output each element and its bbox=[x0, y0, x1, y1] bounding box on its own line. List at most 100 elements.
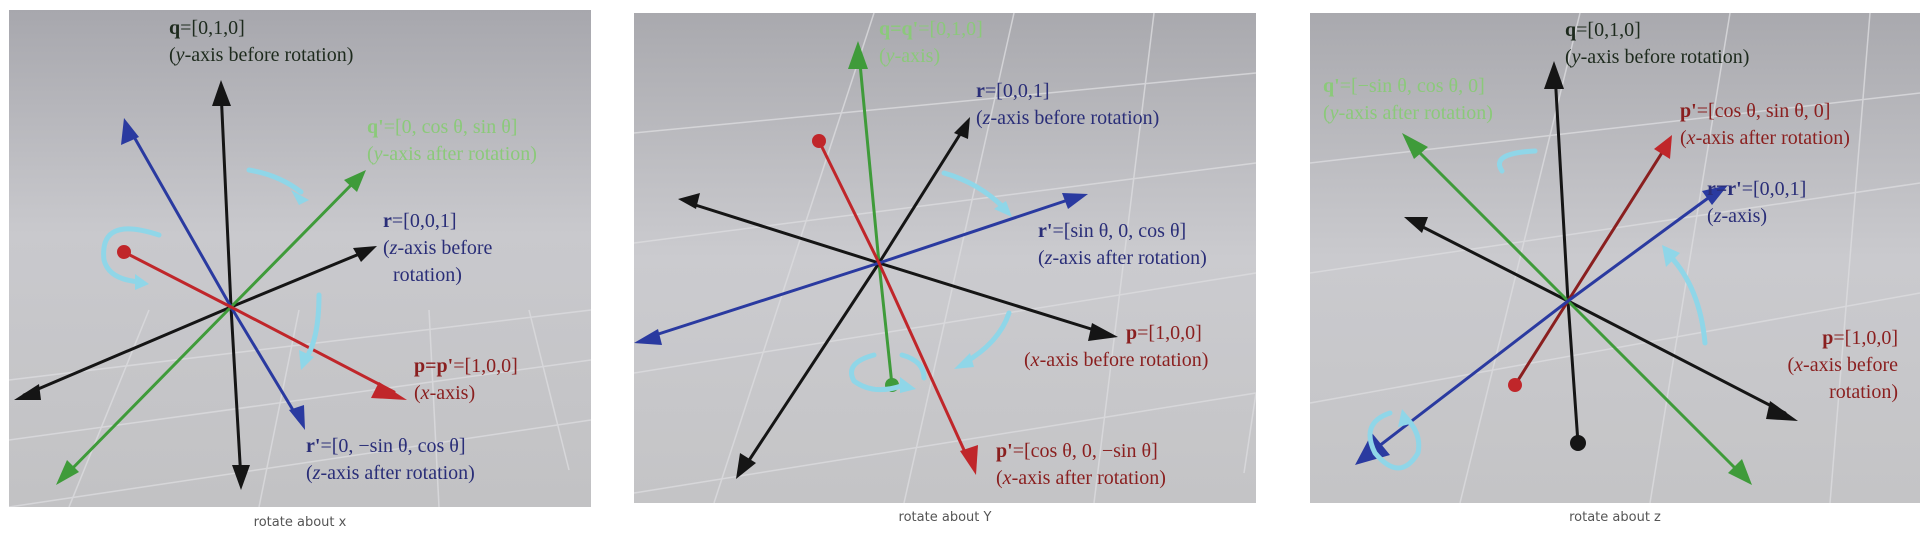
z-axis-negative-line bbox=[22, 305, 233, 397]
x-axis-after-negative-line bbox=[1513, 299, 1570, 387]
x-after-arrowhead bbox=[1654, 135, 1672, 159]
z-axis-negative-line bbox=[742, 261, 881, 470]
x-axis-arrowhead bbox=[371, 382, 407, 400]
x-neg-cap bbox=[117, 245, 131, 259]
x-axis-after-line bbox=[877, 261, 971, 463]
label-p: p=[1,0,0] (x-axis before rotation) bbox=[1024, 322, 1209, 371]
rotation-arrowheads bbox=[900, 201, 1012, 393]
y-after-neg-arrowhead bbox=[1728, 459, 1752, 485]
z-neg-arrowhead bbox=[736, 453, 756, 479]
label-p-prime: p'=[cos θ, 0, −sin θ] (x-axis after rota… bbox=[996, 440, 1166, 489]
x-neg-arrowhead bbox=[678, 193, 700, 209]
y-axis-arrowhead bbox=[1544, 61, 1564, 89]
rotation-arrowheads bbox=[135, 190, 314, 370]
arrowheads bbox=[1355, 61, 1798, 485]
arrowheads bbox=[634, 41, 1118, 479]
label-p-prime: p'=[cos θ, sin θ, 0] (x-axis after rotat… bbox=[1680, 100, 1850, 149]
y-axis-line bbox=[857, 51, 881, 265]
label-r: r=[0,0,1] (z-axis before rotation) bbox=[976, 80, 1160, 129]
axes bbox=[22, 88, 396, 482]
x-after-arrowhead bbox=[960, 445, 978, 475]
x-axis-after-line bbox=[1566, 146, 1667, 303]
rotate-x-diagram bbox=[9, 10, 591, 507]
y-axis-arrowhead bbox=[848, 41, 868, 69]
label-r: r=[0,0,1] (z-axis before rotation) bbox=[383, 210, 493, 286]
y-neg-cap bbox=[1570, 435, 1586, 451]
rotation-arrow-top bbox=[1497, 148, 1538, 174]
label-p: p=p'=[1,0,0] (x-axis) bbox=[414, 355, 518, 404]
y-axis-negative-line bbox=[877, 261, 894, 387]
rotate-y-diagram bbox=[634, 13, 1256, 503]
caption-rotate-z: rotate about z bbox=[1569, 510, 1661, 525]
x-axis-negative-line bbox=[1413, 221, 1570, 303]
x-axis-after-negative-line bbox=[817, 139, 881, 265]
axes bbox=[1368, 71, 1787, 475]
z-axis-arrowhead bbox=[353, 246, 377, 262]
caption-rotate-x: rotate about x bbox=[253, 515, 347, 530]
rotation-arrow-curl bbox=[101, 226, 162, 285]
z-after-arrowhead bbox=[1062, 193, 1088, 209]
caption-rotate-y: rotate about Y bbox=[898, 510, 992, 525]
label-q-prime: q'=[0, cos θ, sin θ] (y-axis after rotat… bbox=[367, 116, 537, 165]
y-after-arrowhead bbox=[1402, 133, 1428, 159]
arrowheads bbox=[14, 80, 407, 490]
z-after-arrowhead bbox=[289, 405, 305, 430]
panel-rotate-x: q=[0,1,0] (y-axis before rotation) q'=[0… bbox=[9, 10, 591, 507]
z-axis-after-line bbox=[229, 305, 301, 422]
x-axis-arrowhead bbox=[1766, 401, 1798, 421]
z-after-neg-arrowhead bbox=[634, 329, 662, 345]
label-q: q=[0,1,0] (y-axis before rotation) bbox=[169, 17, 354, 66]
x-after-neg-cap bbox=[812, 134, 826, 148]
z-axis-before-line bbox=[877, 126, 966, 265]
y-after-neg-arrowhead bbox=[56, 460, 79, 485]
y-axis-after-line bbox=[1408, 141, 1570, 303]
label-r: r=r'=[0,0,1] (z-axis) bbox=[1707, 178, 1807, 227]
z-axis-after-negative-line bbox=[127, 126, 233, 309]
rotation-arrow-curl-left bbox=[849, 352, 907, 393]
y-axis-after-negative-line bbox=[1566, 299, 1742, 475]
y-axis-before-line bbox=[219, 88, 233, 309]
z-axis-arrowhead bbox=[1702, 185, 1728, 205]
z-axis-arrowhead bbox=[954, 117, 970, 139]
x-axis-negative-line bbox=[687, 201, 881, 265]
rotation-arrow-right bbox=[1667, 253, 1708, 346]
label-q: q=[0,1,0] (y-axis before rotation) bbox=[1565, 19, 1750, 68]
z-axis-before-line bbox=[229, 248, 371, 309]
label-r-prime: r'=[sin θ, 0, cos θ] (z-axis after rotat… bbox=[1038, 220, 1207, 269]
z-after-neg-arrowhead bbox=[121, 118, 139, 145]
panel-rotate-y: q=q'=[0,1,0] (y-axis) r=[0,0,1] (z-axis … bbox=[634, 13, 1256, 503]
z-axis-after-line bbox=[877, 196, 1076, 265]
z-axis-after-negative-line bbox=[644, 261, 881, 340]
y-axis-neg-arrowhead bbox=[232, 465, 250, 490]
y-axis-negative-line bbox=[229, 305, 243, 482]
rotation-arrow-curl bbox=[1367, 410, 1422, 471]
y-axis-after-line bbox=[229, 175, 361, 309]
z-axis-negative-line bbox=[1368, 299, 1570, 455]
y-axis-negative-line bbox=[1566, 299, 1580, 445]
label-q: q=q'=[0,1,0] (y-axis) bbox=[879, 18, 983, 67]
label-q-prime: q'=[−sin θ, cos θ, 0] (y-axis after rota… bbox=[1323, 75, 1493, 124]
rotation-arrowheads bbox=[1398, 245, 1680, 427]
axes bbox=[644, 51, 1106, 470]
y-after-arrowhead bbox=[344, 170, 366, 192]
floor-grid bbox=[9, 309, 591, 507]
rotate-z-diagram bbox=[1310, 13, 1920, 503]
z-axis-line bbox=[1566, 191, 1717, 303]
y-axis-arrowhead bbox=[212, 80, 231, 106]
panel-rotate-z: q=[0,1,0] (y-axis before rotation) q'=[−… bbox=[1310, 13, 1920, 503]
x-after-neg-cap bbox=[1508, 378, 1522, 392]
x-axis-before-line bbox=[877, 261, 1106, 335]
rotation-arrow-top bbox=[246, 167, 304, 195]
rotation-arrow-top bbox=[941, 170, 1007, 211]
label-p: p=[1,0,0] (x-axis before rotation) bbox=[1787, 327, 1898, 403]
background bbox=[634, 13, 1256, 503]
rotation-arrow-curl-right bbox=[899, 352, 927, 381]
floor-grid bbox=[634, 13, 1256, 503]
z-axis-neg-arrowhead bbox=[14, 384, 41, 400]
x-axis-negative-line bbox=[122, 250, 233, 309]
y-axis-after-negative-line bbox=[62, 305, 233, 479]
y-axis-before-line bbox=[1553, 71, 1570, 303]
x-neg-arrowhead bbox=[1404, 217, 1428, 233]
x-axis-arrowhead bbox=[1088, 323, 1118, 341]
rotation-arrows bbox=[1367, 148, 1708, 471]
